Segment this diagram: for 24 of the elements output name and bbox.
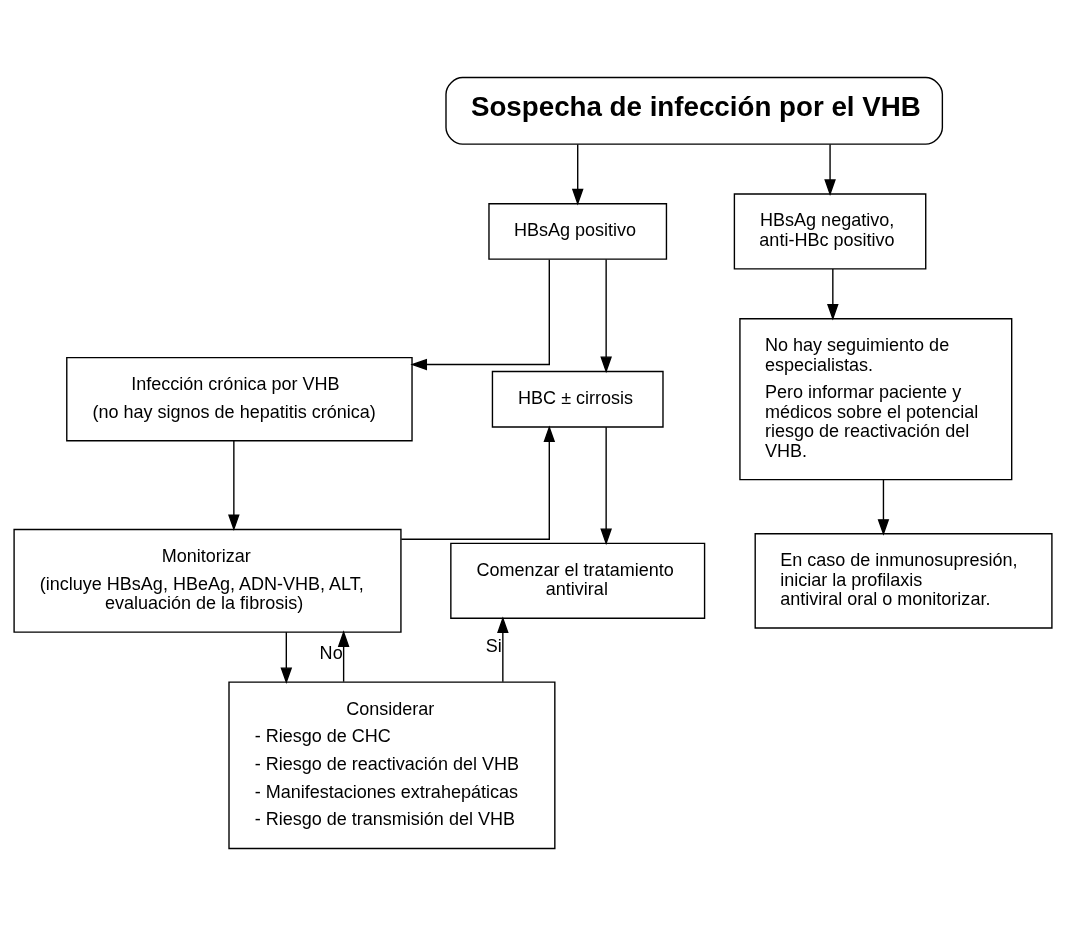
arrow <box>337 630 350 683</box>
arrow <box>228 440 240 532</box>
arrow <box>571 143 584 206</box>
node-box: No hay seguimiento de especialistas. Pero informar paciente y médicos sobre el potencial riesgo de reactivación del VHB. <box>739 318 1013 481</box>
arrow <box>280 631 293 685</box>
node-box: Monitorizar (incluye HBsAg, HBeAg, ADN-VHB, ALT, evaluación de la fibrosis) <box>13 528 402 633</box>
arrow <box>497 616 509 683</box>
edge-label: Si <box>485 636 502 657</box>
node-box: Sospecha de infección por el VHB <box>445 76 944 145</box>
node-box: Infección crónica por VHB (no hay signos de hepatitis crónica) <box>66 356 413 442</box>
arrow <box>400 425 556 540</box>
node-box: HBC ± cirrosis <box>491 370 664 428</box>
arrow <box>600 258 612 374</box>
arrow <box>827 268 839 321</box>
node-box: HBsAg negativo, anti-HBc positivo <box>733 193 927 270</box>
arrow <box>824 143 836 196</box>
arrow <box>410 259 550 371</box>
node-box: Comenzar el tratamiento antiviral <box>450 542 706 619</box>
arrow <box>600 426 612 546</box>
arrow <box>877 479 890 536</box>
node-box: HBsAg positivo <box>488 203 668 260</box>
edge-label: No <box>319 643 343 664</box>
node-box: Considerar - Riesgo de CHC - Riesgo de reactivación del VHB - Manifestaciones extrahepáticas - Riesgo de transmisión del VHB <box>228 681 556 850</box>
node-box: En caso de inmunosupresión, iniciar la profilaxis antiviral oral o monitorizar. <box>754 533 1053 629</box>
